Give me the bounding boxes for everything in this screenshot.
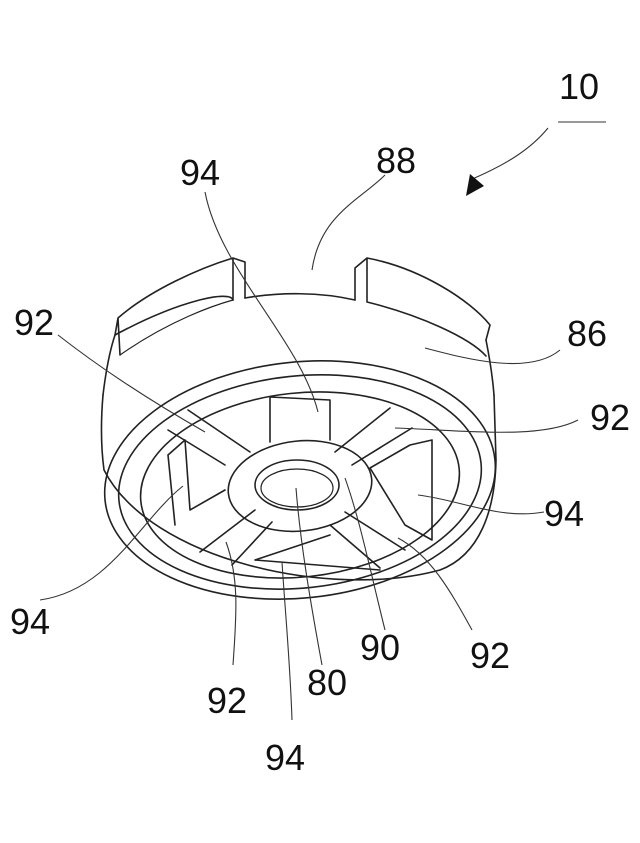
- label-92-left: 92: [14, 302, 54, 343]
- label-86: 86: [567, 313, 607, 354]
- pocket-right: [370, 440, 432, 540]
- spoke-upper-right: [335, 408, 412, 465]
- leader-left-92: [58, 335, 205, 432]
- label-90: 90: [360, 627, 400, 668]
- leader-lower-92: [398, 538, 472, 630]
- label-assembly-10: 10: [559, 66, 599, 107]
- label-92-right: 92: [590, 397, 630, 438]
- label-94-left: 94: [10, 601, 50, 642]
- leader-top-94: [205, 192, 318, 412]
- right-tab: [355, 258, 490, 356]
- label-88: 88: [376, 140, 416, 181]
- upper-flange: [103, 296, 494, 395]
- pocket-left: [168, 440, 225, 525]
- flange-inner-line: [120, 300, 367, 355]
- label-80: 80: [307, 662, 347, 703]
- leader-bottom-94: [282, 562, 292, 720]
- component-drawing: [93, 258, 508, 618]
- label-92-lower-right: 92: [470, 635, 510, 676]
- label-94-bottom: 94: [265, 737, 305, 778]
- pocket-top: [270, 397, 330, 442]
- leader-right-92: [395, 420, 578, 432]
- arrow-line-10: [470, 128, 548, 180]
- leader-top-88: [312, 175, 385, 270]
- slot-edge: [245, 294, 355, 300]
- leader-lines: [40, 122, 606, 720]
- leader-right-86: [425, 348, 560, 364]
- reference-labels: 10 94 88 92 86 92 94 94 92 90 80 92 94: [10, 66, 630, 778]
- leader-left-94: [40, 486, 183, 600]
- spoke-lower-left: [200, 510, 272, 565]
- label-94-right: 94: [544, 493, 584, 534]
- label-92-bottom: 92: [207, 680, 247, 721]
- label-94-top: 94: [180, 152, 220, 193]
